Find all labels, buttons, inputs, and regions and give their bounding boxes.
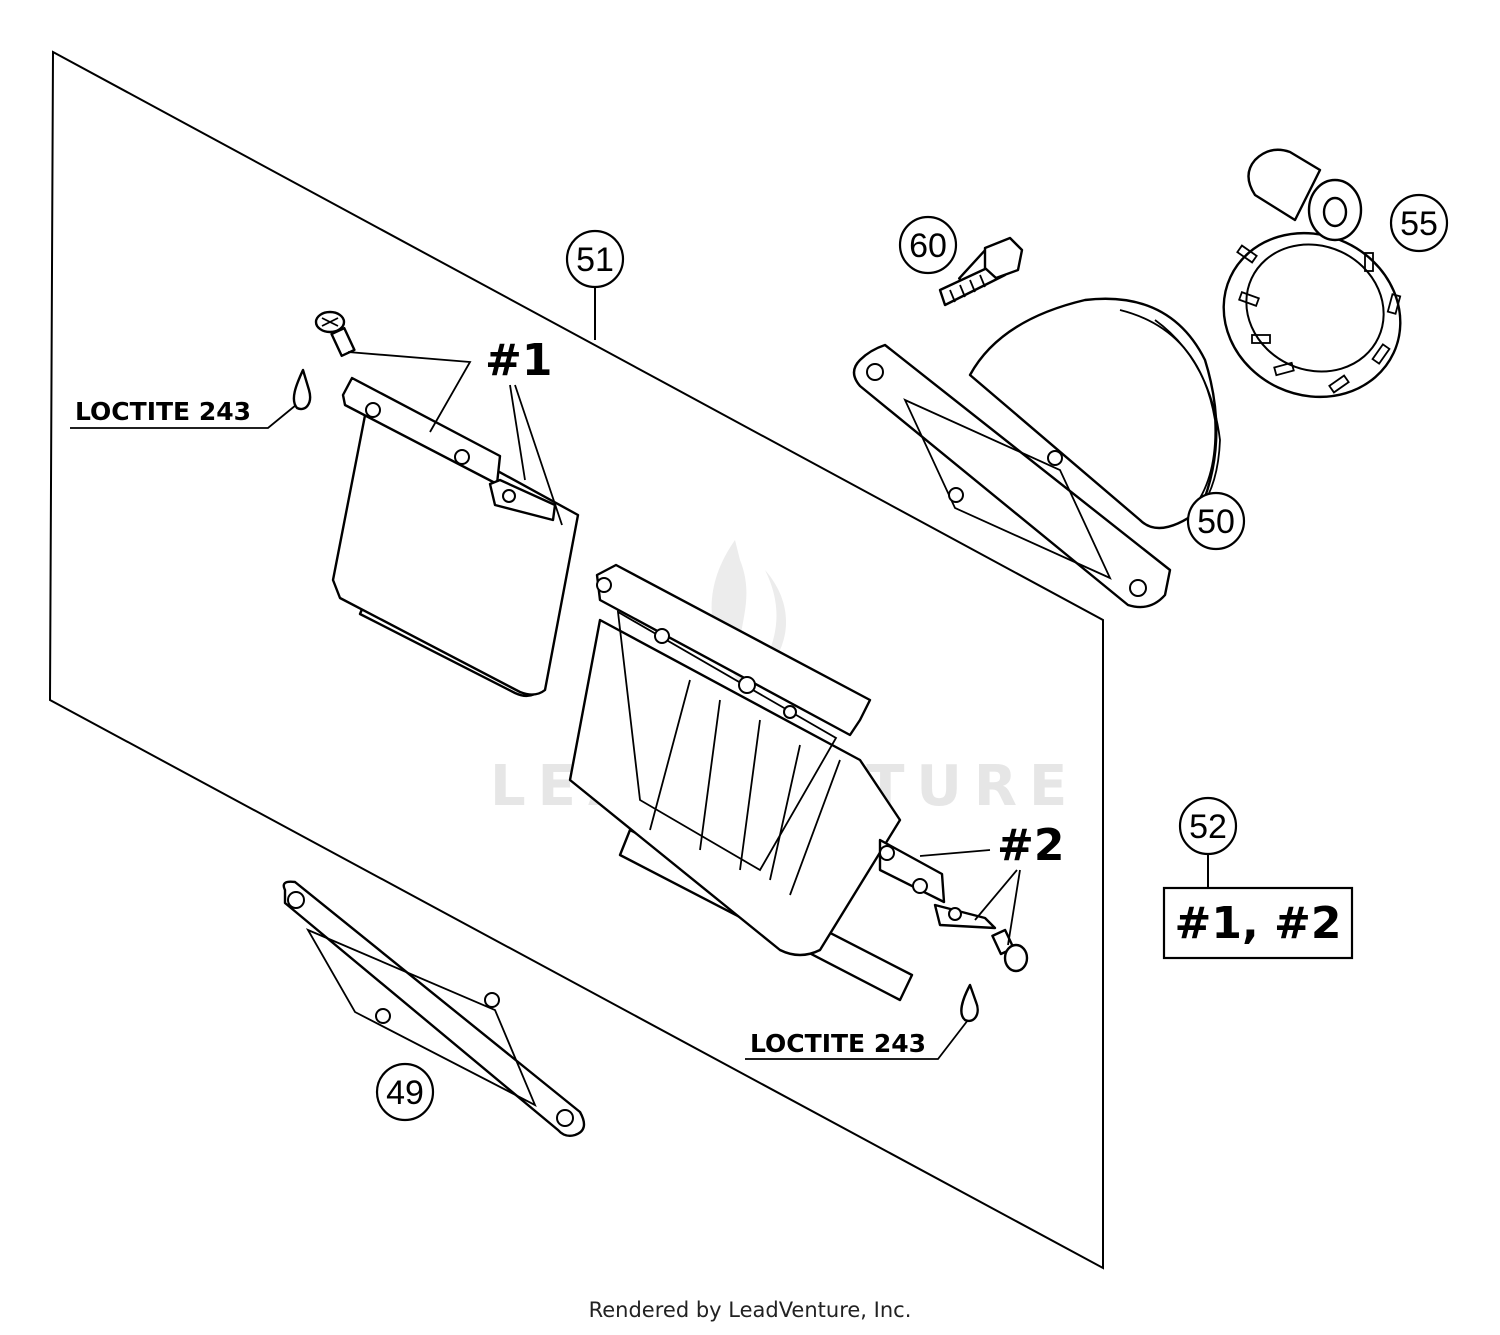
svg-text:#1, #2: #1, #2 — [1175, 898, 1342, 949]
intake-flange-50 — [852, 297, 1221, 609]
svg-text:51: 51 — [576, 241, 614, 279]
svg-text:#1: #1 — [485, 335, 552, 386]
reference-1: #1 — [347, 335, 563, 526]
loctite-drop-bottom — [960, 983, 979, 1023]
callout-55: 55 — [1389, 193, 1449, 253]
callout-49: 49 — [375, 1062, 435, 1122]
loctite-drop-top — [292, 368, 312, 411]
loctite-label-bottom: LOCTITE 243 — [745, 1019, 969, 1060]
svg-text:#2: #2 — [997, 820, 1064, 871]
reference-2: #2 — [919, 820, 1064, 946]
kit-contents-box: #1, #2 — [1162, 886, 1354, 960]
bolt-60 — [938, 236, 1024, 307]
screw-top — [314, 310, 356, 358]
reed-block — [568, 563, 997, 1002]
callout-51: 51 — [565, 229, 625, 340]
gasket-49 — [282, 880, 586, 1138]
svg-text:52: 52 — [1189, 808, 1227, 846]
svg-text:LOCTITE 243: LOCTITE 243 — [75, 397, 251, 426]
svg-text:49: 49 — [386, 1074, 424, 1112]
loctite-label-top: LOCTITE 243 — [70, 397, 297, 429]
svg-text:LOCTITE 243: LOCTITE 243 — [750, 1029, 926, 1058]
callout-50: 50 — [1186, 491, 1246, 551]
svg-text:50: 50 — [1197, 503, 1235, 541]
reed-petal-1 — [331, 376, 580, 698]
callout-60: 60 — [898, 215, 958, 275]
svg-text:55: 55 — [1400, 205, 1438, 243]
svg-text:60: 60 — [909, 227, 947, 265]
hose-clamp-55 — [1222, 148, 1402, 399]
footer-credit: Rendered by LeadVenture, Inc. — [588, 1298, 912, 1322]
reed-valve-assembly-panel — [48, 50, 1104, 1270]
callout-52: 52 — [1178, 796, 1238, 888]
